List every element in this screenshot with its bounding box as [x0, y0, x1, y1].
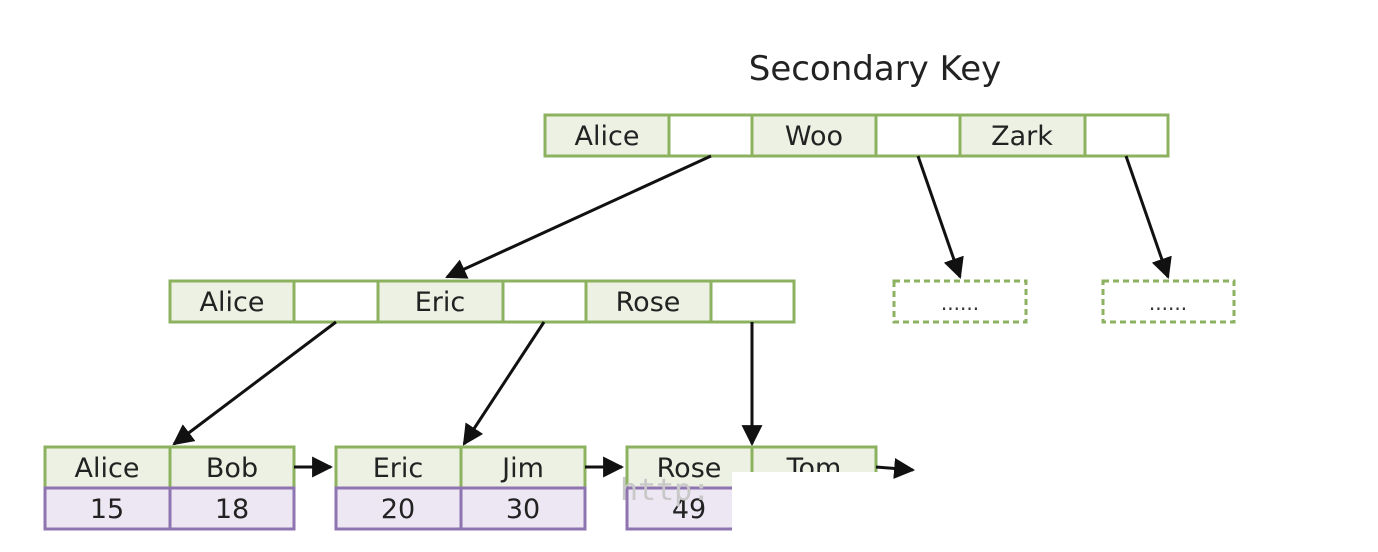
root-key-cell — [958, 113, 1087, 158]
arrow-internal-to-leaf-2 — [462, 321, 546, 446]
placeholder-node: ...... — [1101, 279, 1236, 324]
leaf-node: Alice Bob 15 18 — [43, 445, 296, 531]
placeholder-node: ...... — [892, 279, 1028, 324]
leaf-value-cell — [459, 486, 587, 531]
root-pointer-cell — [874, 113, 962, 158]
internal-node: Alice Eric Rose — [168, 279, 796, 324]
leaf-value-label: 15 — [90, 494, 124, 525]
root-key-cell — [543, 113, 671, 158]
root-pointer-cell — [1083, 113, 1170, 158]
arrow-root-to-placeholder-1 — [916, 155, 964, 279]
pointer-arrows — [172, 154, 1172, 479]
internal-pointer-cell — [292, 279, 380, 324]
internal-pointer-cell — [501, 279, 588, 324]
arrow-root-to-placeholder-2 — [1124, 155, 1172, 279]
root-key-label: Zark — [991, 121, 1053, 152]
leaf-value-cell — [43, 486, 172, 531]
arrow-internal-to-leaf-1 — [172, 320, 337, 446]
root-key-label: Woo — [785, 121, 843, 152]
diagram-title: Secondary Key — [749, 49, 1002, 89]
root-pointer-cell — [667, 113, 754, 158]
leaf-key-cell — [168, 445, 296, 490]
obscuring-overlay — [732, 472, 1378, 552]
internal-key-cell — [376, 279, 505, 324]
leaf-value-label: 20 — [381, 494, 415, 525]
leaf-value-cell — [625, 486, 754, 531]
root-node: Alice Woo Zark — [543, 113, 1170, 158]
leaf-value-cell — [334, 486, 463, 531]
root-key-cell — [750, 113, 878, 158]
root-key-label: Alice — [575, 121, 640, 152]
internal-key-label: Rose — [616, 287, 681, 318]
leaf-key-cell — [625, 445, 754, 490]
leaf-key-label: Eric — [373, 453, 424, 484]
arrow-root-to-internal — [445, 154, 712, 279]
internal-pointer-cell — [709, 279, 796, 324]
placeholder-ellipsis: ...... — [1149, 291, 1187, 315]
leaf-node: Eric Jim 20 30 — [334, 445, 587, 531]
leaf-key-label: Bob — [206, 453, 258, 484]
leaf-value-label: 18 — [215, 494, 249, 525]
internal-key-label: Eric — [415, 287, 466, 318]
arrow-leaf-3-next — [875, 458, 916, 479]
leaf-value-cell — [168, 486, 296, 531]
leaf-key-cell — [43, 445, 172, 490]
leaf-value-label: 30 — [506, 494, 540, 525]
leaf-key-label: Jim — [500, 453, 544, 484]
leaf-key-label: Rose — [657, 453, 722, 484]
placeholder-ellipsis: ...... — [941, 291, 979, 315]
leaf-key-label: Alice — [75, 453, 140, 484]
internal-key-label: Alice — [200, 287, 265, 318]
watermark-text: http: — [620, 473, 710, 508]
leaf-value-label: 49 — [672, 494, 706, 525]
